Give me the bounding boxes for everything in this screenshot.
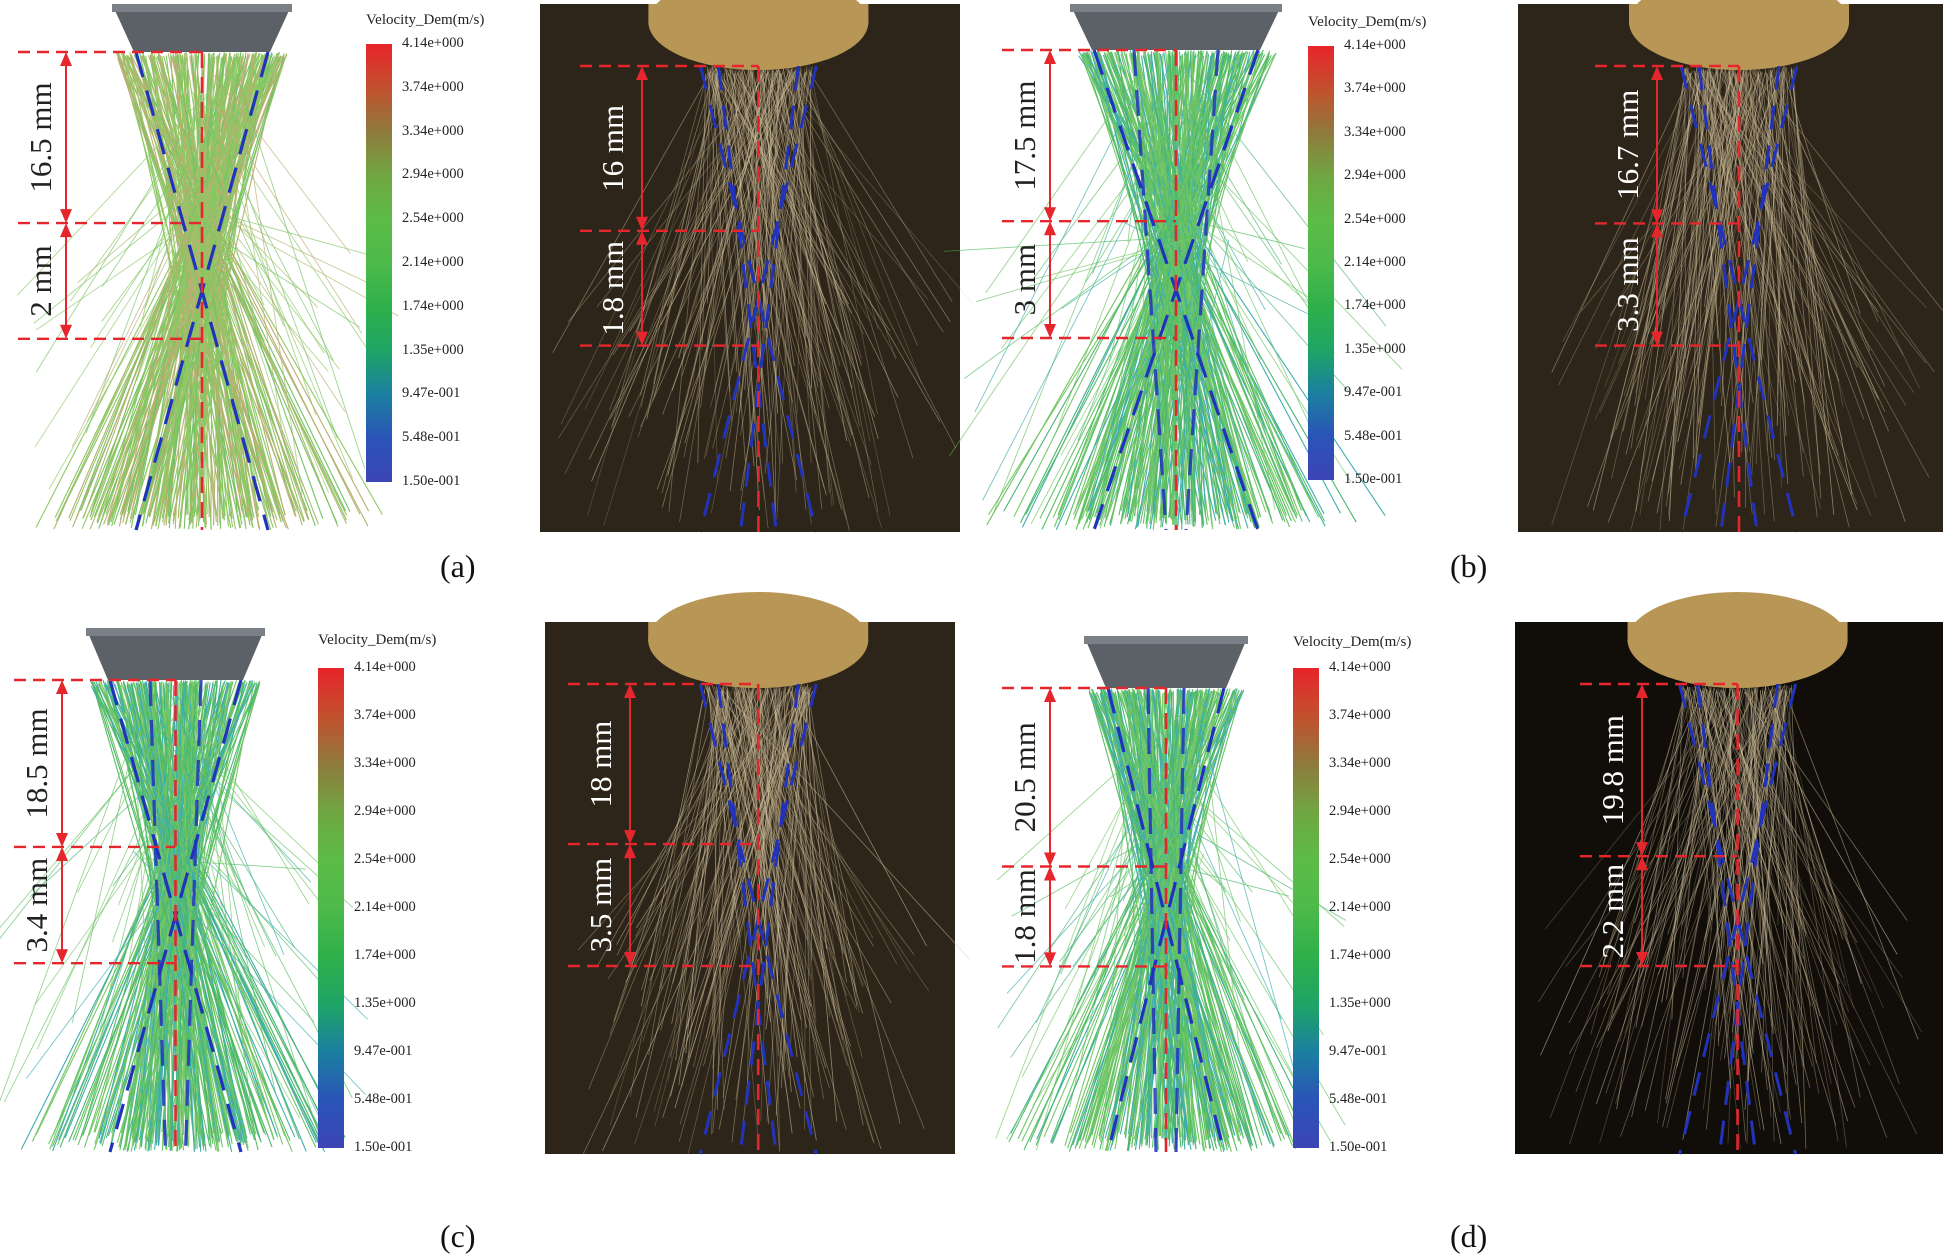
legend-tick-label: 1.50e-001 bbox=[354, 1139, 412, 1156]
legend-tick-label: 2.94e+000 bbox=[354, 803, 416, 820]
legend-tick-label: 9.47e-001 bbox=[1329, 1043, 1387, 1060]
legend-tick-label: 1.50e-001 bbox=[1329, 1139, 1387, 1156]
caption-a: (a) bbox=[440, 548, 476, 585]
caption-b: (b) bbox=[1450, 548, 1487, 585]
photo-measure-upper: 19.8 mm bbox=[1595, 715, 1630, 825]
legend-tick-label: 9.47e-001 bbox=[402, 385, 460, 402]
photo-measure-lower: 2.2 mm bbox=[1595, 864, 1630, 959]
legend-title: Velocity_Dem(m/s) bbox=[1308, 14, 1426, 31]
legend-tick-label: 3.34e+000 bbox=[1329, 755, 1391, 772]
caption-c: (c) bbox=[440, 1218, 476, 1255]
legend-colorbar bbox=[366, 44, 392, 482]
legend-colorbar bbox=[1308, 46, 1334, 480]
legend-tick-label: 1.74e+000 bbox=[402, 298, 464, 315]
legend-tick-label: 4.14e+000 bbox=[354, 659, 416, 676]
legend-tick-label: 1.74e+000 bbox=[1329, 947, 1391, 964]
legend-tick-label: 4.14e+000 bbox=[402, 35, 464, 52]
caption-d: (d) bbox=[1450, 1218, 1487, 1255]
legend-tick-label: 3.34e+000 bbox=[354, 755, 416, 772]
legend-tick-label: 4.14e+000 bbox=[1344, 37, 1406, 54]
legend-tick-label: 1.74e+000 bbox=[1344, 297, 1406, 314]
legend-tick-label: 3.34e+000 bbox=[1344, 124, 1406, 141]
legend-tick-label: 1.35e+000 bbox=[354, 995, 416, 1012]
legend-tick-label: 2.94e+000 bbox=[1329, 803, 1391, 820]
legend-tick-label: 1.74e+000 bbox=[354, 947, 416, 964]
legend-tick-label: 2.94e+000 bbox=[1344, 167, 1406, 184]
legend-tick-label: 2.54e+000 bbox=[354, 851, 416, 868]
legend-tick-label: 2.54e+000 bbox=[402, 210, 464, 227]
legend-tick-label: 3.74e+000 bbox=[402, 79, 464, 96]
legend-tick-label: 5.48e-001 bbox=[354, 1091, 412, 1108]
legend-title: Velocity_Dem(m/s) bbox=[1293, 634, 1411, 651]
legend-tick-label: 2.94e+000 bbox=[402, 166, 464, 183]
legend-tick-label: 2.14e+000 bbox=[1329, 899, 1391, 916]
legend-tick-label: 9.47e-001 bbox=[1344, 384, 1402, 401]
legend-tick-label: 2.14e+000 bbox=[402, 254, 464, 271]
legend-tick-label: 5.48e-001 bbox=[1329, 1091, 1387, 1108]
legend-colorbar bbox=[318, 668, 344, 1148]
legend-tick-label: 3.34e+000 bbox=[402, 123, 464, 140]
legend-tick-label: 1.50e-001 bbox=[402, 473, 460, 490]
legend-title: Velocity_Dem(m/s) bbox=[366, 12, 484, 29]
legend-tick-label: 5.48e-001 bbox=[402, 429, 460, 446]
legend-tick-label: 1.35e+000 bbox=[1329, 995, 1391, 1012]
legend-tick-label: 2.54e+000 bbox=[1344, 211, 1406, 228]
legend-tick-label: 9.47e-001 bbox=[354, 1043, 412, 1060]
legend-tick-label: 2.14e+000 bbox=[354, 899, 416, 916]
legend-tick-label: 2.54e+000 bbox=[1329, 851, 1391, 868]
legend-tick-label: 1.35e+000 bbox=[402, 342, 464, 359]
legend-tick-label: 4.14e+000 bbox=[1329, 659, 1391, 676]
legend-tick-label: 2.14e+000 bbox=[1344, 254, 1406, 271]
legend-tick-label: 3.74e+000 bbox=[1329, 707, 1391, 724]
legend-tick-label: 5.48e-001 bbox=[1344, 428, 1402, 445]
legend-title: Velocity_Dem(m/s) bbox=[318, 632, 436, 649]
legend-tick-label: 1.50e-001 bbox=[1344, 471, 1402, 488]
legend-tick-label: 3.74e+000 bbox=[354, 707, 416, 724]
legend-colorbar bbox=[1293, 668, 1319, 1148]
legend-tick-label: 3.74e+000 bbox=[1344, 80, 1406, 97]
legend-tick-label: 1.35e+000 bbox=[1344, 341, 1406, 358]
